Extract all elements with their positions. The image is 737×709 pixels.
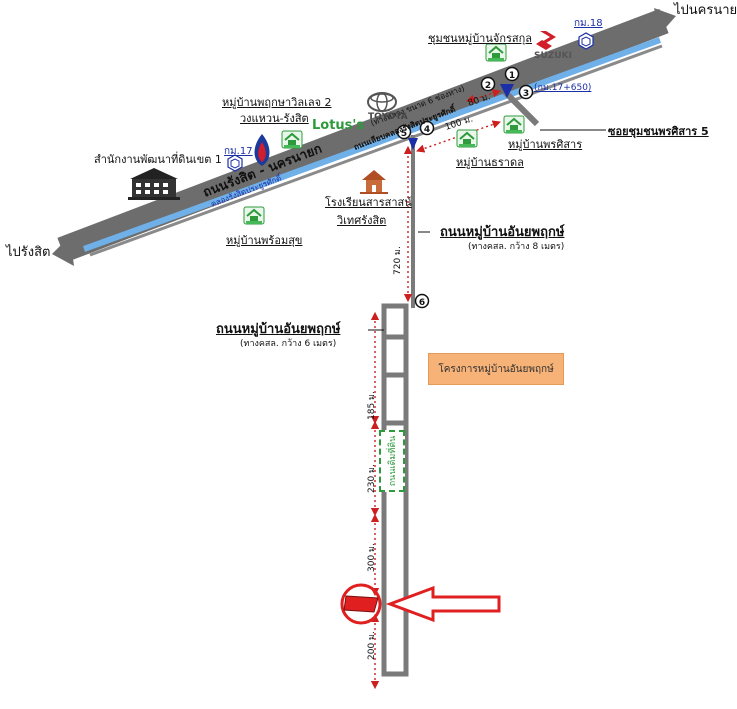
- marker-2: [480, 76, 496, 92]
- toyota-label: TOYOTA: [368, 112, 408, 122]
- soi-road: [502, 89, 540, 127]
- km18-label: กม.18: [574, 18, 603, 29]
- land-office-building-icon: [128, 168, 180, 200]
- to-rangsit-label: ไปรังสิต: [6, 245, 51, 260]
- house-icon-chak-sakuna: [485, 43, 507, 62]
- marker-4: [419, 120, 435, 136]
- marker-5: [396, 124, 412, 140]
- junction-pin-icon: [500, 84, 514, 98]
- turn-pin-icon: [408, 138, 418, 150]
- pointer-arrow-icon: [385, 585, 501, 623]
- phruksa-villa-label-line1: หมู่บ้านพฤกษาวิลเลจ 2: [222, 96, 332, 109]
- phruksa-villa-label-line2: วงแหวน-รังสิต: [240, 112, 309, 125]
- land-office-label: สำนักงานพัฒนาที่ดินเขต 1: [94, 153, 222, 166]
- marker-1: [504, 66, 520, 82]
- main-highway: [52, 8, 676, 266]
- suzuki-label: SUZUKI: [534, 51, 572, 61]
- phromsuk-label: หมู่บ้านพร้อมสุข: [226, 234, 303, 247]
- marker-6: [414, 293, 430, 309]
- house-icon-phruksa-villa: [281, 130, 303, 149]
- road1-note-label: (ทางคสล. กว้าง 8 เมตร): [468, 242, 565, 252]
- canal-road-line: [89, 44, 663, 257]
- arrow-to-nakhon-nayok-icon: [654, 8, 676, 34]
- to-nakhon-nayok-label: ไปนครนายก: [674, 3, 737, 18]
- marker-3: [518, 84, 534, 100]
- distance-200-label: 200 ม.: [367, 631, 377, 660]
- km18-icon: [578, 32, 594, 50]
- school-icon: [360, 170, 388, 194]
- marker-5-label: 5: [401, 129, 407, 139]
- km17-650-label: (กม.17+650): [534, 83, 592, 93]
- ptt-logo: [254, 134, 270, 166]
- road2-name-label: ถนนหมู่บ้านอันยพฤกษ์: [216, 322, 341, 337]
- arrow-to-rangsit-icon: [52, 236, 74, 266]
- soi-pruksarn-label: ซอยชุมชนพรศิสาร 5: [608, 125, 709, 138]
- chak-sakuna-label: ชุมชนหมู่บ้านจักรสกุล: [428, 32, 533, 45]
- road2-note-label: (ทางคสล. กว้าง 6 เมตร): [240, 339, 337, 349]
- school-label-line2: วิเทศรังสิต: [337, 214, 387, 227]
- project-name-box: โครงการหมู่บ้านอันยพฤกษ์: [428, 353, 564, 385]
- distance-300-label: 300 ม.: [367, 543, 377, 572]
- marker-3-label: 3: [523, 89, 529, 99]
- km17-icon: [227, 154, 243, 172]
- distance-185-label: 185 ม.: [367, 391, 377, 420]
- toyota-logo: [367, 92, 397, 112]
- project-site-target: [340, 583, 382, 625]
- house-icon-phromsuk: [243, 206, 265, 225]
- marker-6-label: 6: [419, 298, 425, 308]
- marker-1-label: 1: [509, 71, 515, 81]
- tharadol-label: หมู่บ้านธราดล: [456, 156, 524, 169]
- km17-label: กม.17: [224, 146, 253, 157]
- distance-230-label: 230 ม.: [367, 464, 377, 493]
- school-label-line1: โรงเรียนสารสาสน์: [325, 196, 412, 209]
- lot-label-box: ถนนเดิมที่ดิน: [379, 430, 405, 492]
- house-icon-pruksarn: [503, 115, 525, 134]
- suzuki-logo: [536, 31, 556, 50]
- distance-720-label: 720 ม.: [393, 246, 403, 275]
- lotus-label: Lotus's: [312, 118, 365, 133]
- pruksarn-label: หมู่บ้านพรศิสาร: [508, 138, 583, 151]
- marker-2-label: 2: [485, 81, 491, 91]
- road1-name-label: ถนนหมู่บ้านอันยพฤกษ์: [440, 225, 565, 240]
- marker-4-label: 4: [424, 125, 430, 135]
- canal-line: [82, 37, 662, 252]
- lot-label-text: ถนนเดิมที่ดิน: [388, 435, 398, 487]
- house-icon-tharadol: [456, 129, 478, 148]
